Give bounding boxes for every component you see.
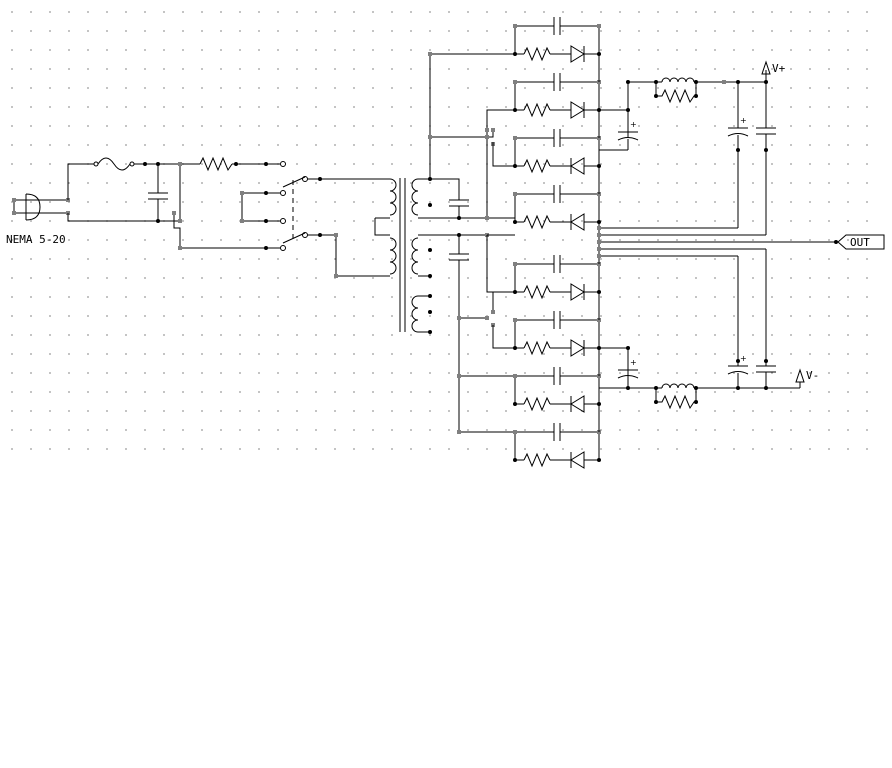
svg-text:+: + — [630, 120, 637, 129]
secondary-capacitor-upper[interactable] — [430, 178, 469, 218]
lower-output-electrolytic[interactable]: + — [727, 256, 749, 388]
upper-reservoir-capacitor[interactable]: + — [617, 120, 639, 150]
rectifier-array — [513, 17, 628, 469]
svg-text:+: + — [740, 116, 747, 125]
upper-output-film-capacitor[interactable] — [756, 70, 776, 235]
rectifier-cell[interactable] — [513, 367, 601, 413]
rectifier-cell[interactable] — [513, 185, 601, 231]
rectifier-cell[interactable] — [513, 311, 601, 357]
vminus-label: V- — [806, 369, 819, 382]
input-resistor[interactable] — [199, 156, 233, 172]
out-label: OUT — [850, 236, 870, 249]
secondary-capacitor-lower[interactable] — [449, 235, 515, 433]
rectifier-cell[interactable] — [513, 73, 601, 119]
x-capacitor[interactable] — [148, 164, 168, 221]
rectifier-cell[interactable] — [513, 17, 601, 63]
svg-text:+: + — [740, 354, 747, 363]
vminus-terminal[interactable] — [795, 368, 805, 388]
lower-filter-choke[interactable] — [655, 383, 800, 410]
transformer[interactable] — [375, 178, 419, 333]
rectifier-cell[interactable] — [513, 423, 601, 469]
upper-filter-choke[interactable] — [655, 77, 766, 104]
vplus-terminal[interactable] — [761, 60, 771, 75]
upper-output-electrolytic[interactable]: + — [727, 82, 749, 228]
output-bus — [599, 227, 836, 257]
rectifier-cell[interactable] — [513, 129, 601, 175]
grid-dots — [11, 11, 868, 450]
lower-output-film-capacitor[interactable] — [756, 249, 776, 388]
out-terminal[interactable] — [837, 234, 885, 250]
svg-text:+: + — [630, 358, 637, 367]
connector-label: NEMA 5-20 — [6, 233, 66, 246]
nema-connector[interactable] — [12, 193, 70, 221]
lower-reservoir-capacitor[interactable]: + — [617, 358, 639, 379]
rectifier-cell[interactable] — [513, 255, 601, 301]
fuse[interactable] — [93, 157, 135, 171]
voltage-select-switch[interactable] — [280, 161, 308, 251]
vplus-label: V+ — [772, 62, 786, 75]
